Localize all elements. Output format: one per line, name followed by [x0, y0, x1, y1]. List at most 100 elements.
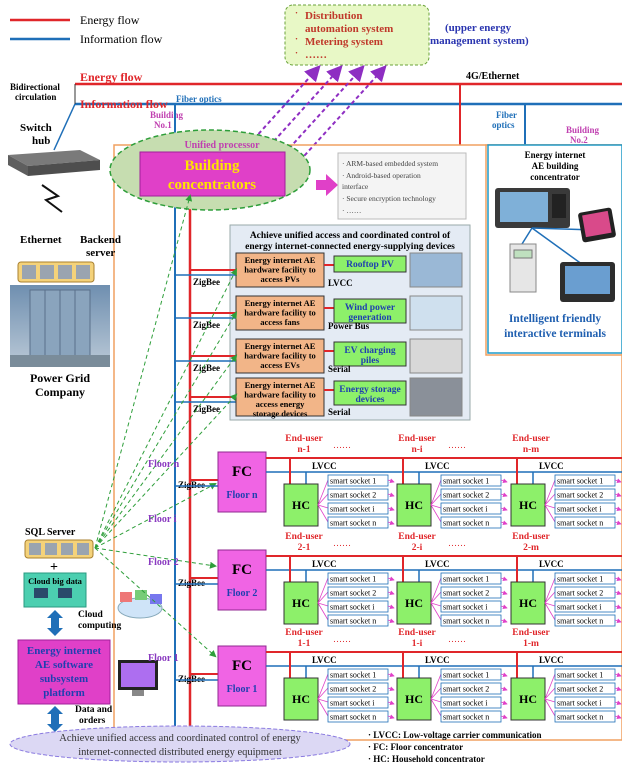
end-user-index: n-i [411, 445, 422, 455]
end-user-label: End-user [512, 532, 550, 542]
hc-label: HC [519, 596, 537, 610]
plus-icon: + [50, 560, 58, 575]
floor-side-label: Floor n [148, 459, 180, 470]
hardware-facility-text: access energy [256, 399, 306, 409]
fiber-right-1: Fiber [496, 110, 517, 120]
fc-label: FC [232, 464, 252, 480]
legend-information-flow: Information flow [80, 32, 163, 46]
smart-socket [440, 474, 502, 487]
smart-socket-label: smart socket 1 [557, 671, 603, 680]
household-concentrator-box [396, 677, 432, 721]
building-concentrator-box [139, 151, 286, 197]
smart-socket [440, 488, 502, 501]
note-fc: FC: Floor concentrator [373, 742, 463, 752]
hc-label: HC [519, 498, 537, 512]
smart-socket-label: smart socket i [443, 699, 488, 708]
bottom-area: Achieve unified access and coordinated c… [9, 725, 542, 764]
smart-socket [440, 502, 502, 515]
end-user-label: End-user [285, 532, 323, 542]
lvcc-label: LVCC [539, 655, 564, 665]
device-link-label: Serial [328, 364, 351, 374]
battery-rack-image [409, 377, 463, 417]
backend-1: Backend [80, 234, 121, 246]
energy-device-text: piles [361, 356, 380, 366]
smart-socket [554, 502, 616, 515]
upper-item-3: Metering system [305, 36, 383, 48]
ethernet-label: Ethernet [20, 234, 62, 246]
hardware-facility-text: hardware facility to [244, 308, 316, 318]
end-user-label: End-user [512, 434, 550, 444]
note-hc: HC: Household concentrator [373, 754, 485, 764]
smart-socket-label: smart socket n [557, 713, 603, 722]
net-label: 4G/Ethernet [466, 71, 520, 82]
upper-label-1: (upper energy [445, 22, 512, 34]
building2: Building No.2 Energy internet AE buildin… [485, 125, 622, 356]
smart-socket-label: smart socket n [330, 519, 376, 528]
tablet-concentrator-icon [495, 188, 570, 228]
platform-2: AE software [35, 659, 93, 671]
bottom-cloud-1: Achieve unified access and coordinated c… [59, 733, 301, 744]
smart-socket-label: smart socket 1 [330, 671, 376, 680]
cloud-computing-2: computing [78, 621, 122, 631]
svg-text:·: · [295, 48, 298, 58]
smart-socket [554, 710, 616, 723]
concentrator-line2: concentrators [168, 177, 256, 193]
feature-4: Secure encryption technology [346, 194, 436, 203]
smart-socket-label: smart socket i [557, 699, 602, 708]
fc-label: FC [232, 658, 252, 674]
feature-2: Android-based operation [346, 171, 421, 180]
floor-mid-label: Floor i [148, 514, 177, 525]
hc-label: HC [405, 596, 423, 610]
device-link-label: Serial [328, 407, 351, 417]
fc-floor-label: Floor 2 [227, 588, 258, 599]
building1-label-2: No.1 [154, 120, 172, 130]
hc-label: HC [405, 498, 423, 512]
lvcc-label: LVCC [425, 559, 450, 569]
hardware-facility-text: Energy internet AE [245, 380, 316, 390]
floor-concentrator-box [217, 451, 267, 513]
switch-hub-1: Switch [20, 122, 52, 134]
smart-socket [327, 696, 389, 709]
end-user-label: End-user [512, 628, 550, 638]
energy-device-text: generation [348, 313, 392, 323]
household-concentrator-box [510, 581, 546, 625]
zigbee-label: ZigBee [193, 320, 220, 330]
smart-socket [440, 682, 502, 695]
bus-information-flow-label: Information flow [80, 97, 168, 111]
smart-socket [440, 710, 502, 723]
platform-4: platform [43, 687, 85, 699]
end-user-index: 2-i [412, 543, 423, 553]
energy-device-text: EV charging [344, 346, 396, 356]
smart-socket [554, 474, 616, 487]
terminals-1: Intelligent friendly [509, 313, 602, 325]
floor-side-label: Floor 1 [148, 653, 179, 664]
smart-socket-label: smart socket i [330, 699, 375, 708]
platform-1: Energy internet [27, 645, 102, 657]
end-user-label: End-user [285, 434, 323, 444]
device-link-label: LVCC [328, 278, 353, 288]
upper-item-4: …… [305, 49, 327, 61]
upper-item-2: automation system [305, 23, 393, 35]
hc-label: HC [292, 692, 310, 706]
end-user-label: End-user [398, 532, 436, 542]
floor-concentrator-box [217, 645, 267, 707]
zigbee-label: ZigBee [178, 480, 205, 490]
smart-socket [440, 586, 502, 599]
top-bus: Bidirectional circulation Energy flow In… [10, 70, 622, 145]
lvcc-label: LVCC [312, 559, 337, 569]
smart-socket [327, 572, 389, 585]
household-concentrator-box [283, 483, 319, 527]
smart-socket [440, 696, 502, 709]
smart-socket-label: smart socket 2 [443, 589, 489, 598]
hardware-facility-box [235, 377, 325, 417]
smart-socket-label: smart socket 2 [557, 491, 603, 500]
end-user-index: 2-m [523, 543, 539, 553]
floor-concentrator-box [217, 549, 267, 611]
zigbee-label: ZigBee [193, 404, 220, 414]
